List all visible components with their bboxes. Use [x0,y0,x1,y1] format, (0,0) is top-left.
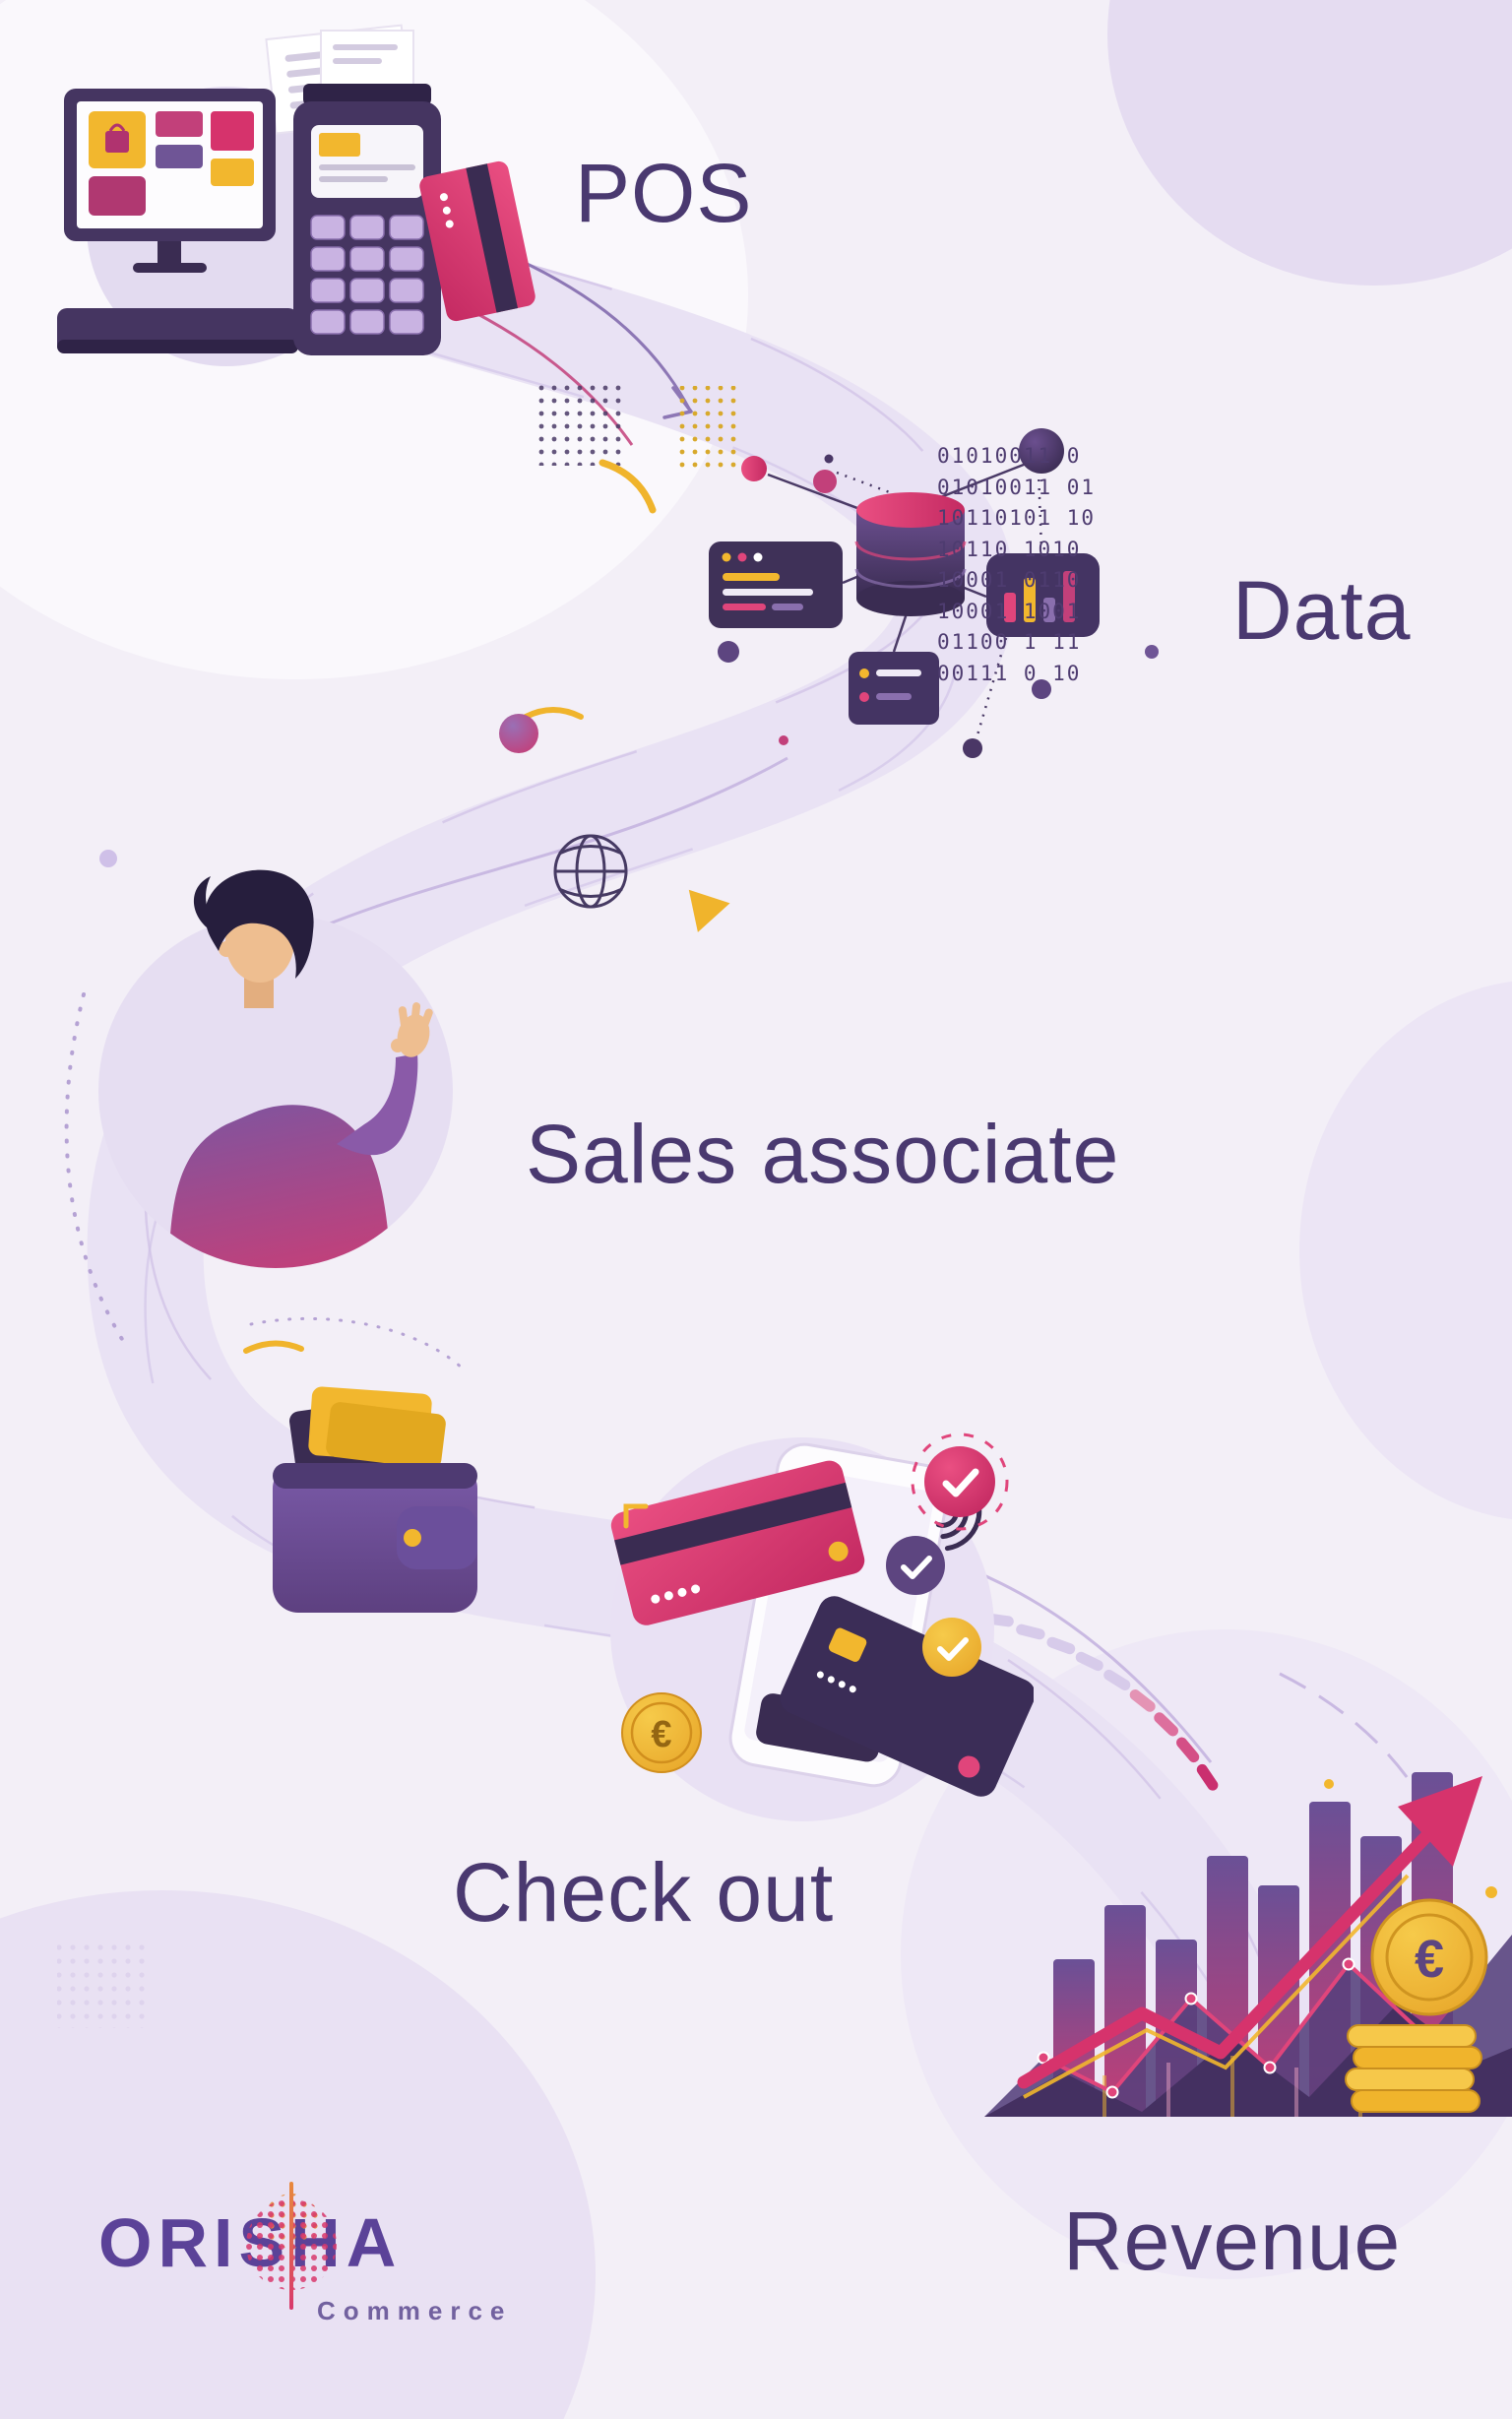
cash-drawer-icon [57,308,298,353]
shopping-bag-icon [105,123,129,153]
blob-bottom-left [0,1890,596,2419]
accent-dot-purple [1032,679,1051,699]
network-node-pink [741,456,767,481]
wallet-clasp [404,1529,421,1547]
pos-credit-card-icon [419,160,536,322]
label-revenue: Revenue [1063,2195,1402,2287]
network-dot [824,454,834,464]
thin-curve-data-associate [324,756,788,927]
euro-symbol: € [651,1714,671,1755]
binary-code-text: 01010011 0 01010011 01 10110101 10 10110… [937,444,1097,685]
database-icon [854,492,967,616]
logo-subtitle-text: Commerce [317,2296,513,2325]
sales-associate-figure [168,869,433,1268]
wallet-illustration [273,1386,477,1613]
sparkle-dot [1324,1779,1334,1789]
yellow-arc-3 [243,1340,304,1354]
euro-symbol: € [1415,1930,1444,1989]
accent-dot-large [499,714,538,753]
pos-monitor-icon [64,89,276,273]
server-card-icon [849,652,939,725]
checkmarks-illustration [886,1432,1009,1677]
euro-coin-large-icon: € [1370,1898,1488,2016]
terminal-keypad [310,215,424,335]
credit-card-dark-icon [780,1596,1034,1797]
credit-card-pink-icon [610,1460,865,1625]
label-pos: POS [575,147,753,239]
yellow-corner-mark [623,1503,649,1529]
data-illustration [709,428,1159,758]
sales-associate-illustration [98,869,453,1268]
checkmark-pink-icon [911,1432,1009,1531]
sparkle-dot [1485,1886,1497,1898]
growth-arrow-icon [1017,1776,1482,2099]
checkout-illustration: € [610,1437,1034,1821]
wallet-cards [289,1386,446,1480]
checkmark-purple-icon [886,1536,945,1595]
network-dot [1145,645,1159,659]
yellow-arc-2 [523,707,584,720]
network-node-small [963,738,982,758]
revenue-illustration: € [984,1772,1512,2117]
accent-dot-lavender [99,850,117,867]
halftone-dots-faint [57,1938,148,2028]
halftone-dots-yellow [679,386,736,469]
accent-dot-pink [813,470,837,493]
checkmark-yellow-icon [922,1618,981,1677]
triangle-icon [688,889,730,932]
wallet-icon [273,1463,477,1613]
hair-swoosh [193,876,215,927]
mini-bar-chart-icon [986,553,1100,637]
halftone-dots-dark [536,379,627,466]
yellow-arc-1 [598,459,657,514]
card-terminal-icon [293,30,441,355]
network-node-purple [718,641,739,663]
raised-arm [337,1053,418,1156]
network-node-large [1019,428,1064,474]
ear [219,941,234,957]
label-check-out: Check out [453,1846,835,1939]
blob-right-middle [1299,981,1512,1520]
globe-icon [553,834,628,909]
label-sales-associate: Sales associate [526,1108,1120,1200]
open-hand [391,1002,433,1057]
logo-dots-icon [246,2182,337,2310]
blob-top-right [1107,0,1512,286]
coin-stack-icon [1345,2024,1482,2113]
dashed-arc-wallet [249,1316,465,1370]
dash-ladder [984,1613,1219,1791]
code-window-icon [709,541,843,628]
network-dot [779,735,788,745]
pos-illustration [57,24,536,366]
euro-coin-icon: € [621,1692,702,1773]
sweater [168,1105,392,1268]
hair [205,869,314,979]
label-data: Data [1232,564,1412,657]
